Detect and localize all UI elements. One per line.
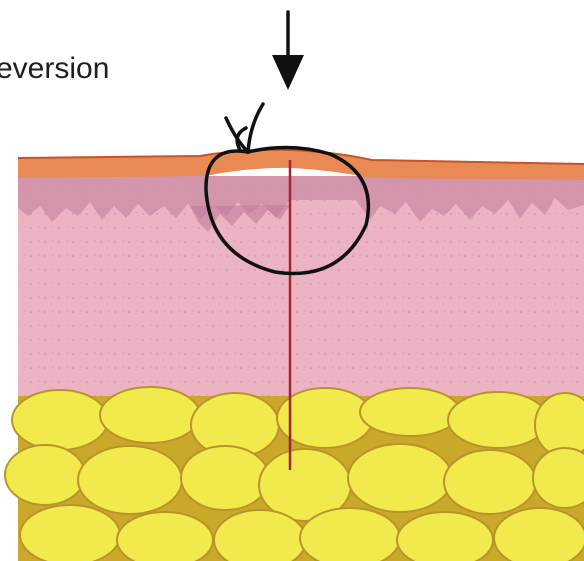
fat-layer: [5, 387, 584, 561]
eversion-label: eversion: [0, 52, 109, 85]
